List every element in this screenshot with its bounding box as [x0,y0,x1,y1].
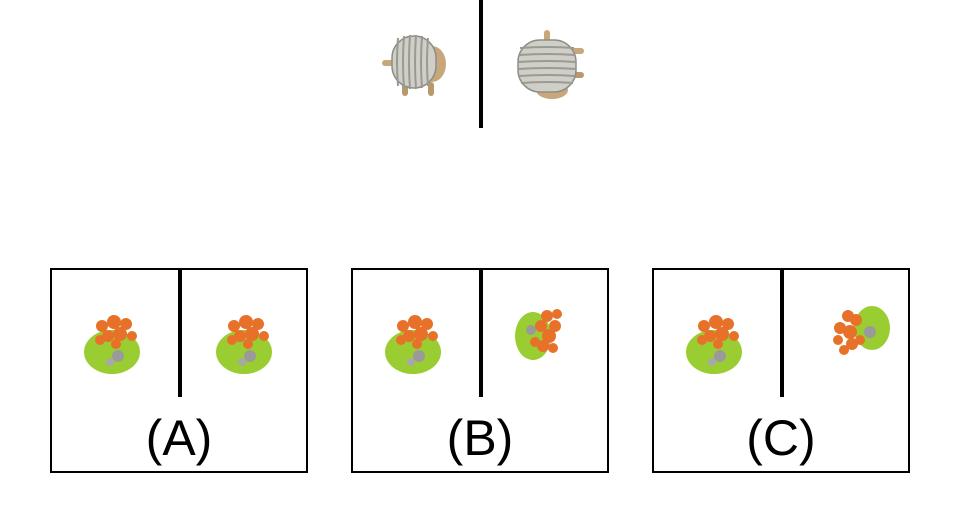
option-c-divider [780,270,784,397]
option-a-panel[interactable]: (A) [50,268,308,473]
option-c-panel[interactable]: (C) [652,268,910,473]
plant-object-right-rotated [515,309,562,360]
reference-divider [479,0,483,128]
plant-object-right [216,315,272,374]
option-b-panel[interactable]: (B) [351,268,609,473]
plant-object-left [385,315,441,374]
coil-object-right [517,30,584,99]
option-a-label: (A) [145,410,213,466]
option-a-divider [178,270,182,397]
option-b-divider [479,270,483,397]
plant-object-left [686,315,742,374]
option-b-label: (B) [446,410,514,466]
plant-object-left [84,315,140,374]
plant-object-right-mirrored [833,306,890,355]
coil-object-left [382,34,446,96]
option-c-label: (C) [746,410,816,466]
